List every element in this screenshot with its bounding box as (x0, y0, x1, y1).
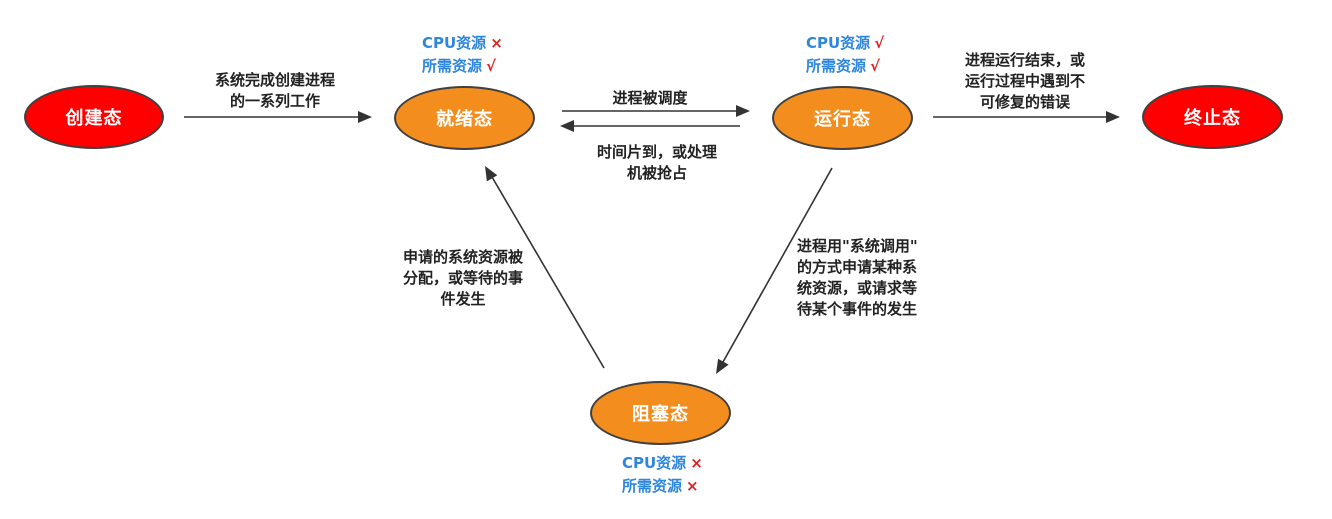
resource-mark: × (490, 34, 503, 52)
resource-mark: × (686, 477, 699, 495)
label-line: 进程被调度 (612, 89, 688, 107)
resource-mark: × (690, 454, 703, 472)
resource-mark: √ (874, 34, 885, 52)
arrowhead-running-to-blocked (716, 358, 729, 374)
resource-name: CPU资源 (806, 34, 871, 52)
blocked-resources: CPU资源× 所需资源× (622, 452, 703, 498)
label-line: 机被抢占 (626, 164, 687, 182)
resource-name: CPU资源 (622, 454, 687, 472)
label-blocked-to-ready: 申请的系统资源被 分配，或等待的事 件发生 (383, 247, 543, 310)
arrow-running-to-blocked (722, 167, 833, 363)
label-line: 进程运行结束，或 (964, 51, 1085, 69)
resource-row: 所需资源√ (422, 55, 503, 78)
state-running-label: 运行态 (814, 109, 871, 130)
state-terminated-label: 终止态 (1184, 108, 1241, 129)
state-create-label: 创建态 (65, 108, 123, 129)
resource-name: CPU资源 (422, 34, 487, 52)
state-running: 运行态 (772, 86, 913, 150)
label-line: 运行过程中遇到不 (964, 72, 1085, 90)
ready-resources: CPU资源× 所需资源√ (422, 32, 503, 78)
label-line: 的方式申请某种系 (797, 258, 918, 276)
label-line: 时间片到，或处理 (596, 143, 717, 161)
arrowhead-create-to-ready (358, 111, 372, 123)
label-line: 件发生 (440, 290, 486, 308)
label-create-to-ready: 系统完成创建进程 的一系列工作 (190, 70, 360, 112)
resource-row: 所需资源× (622, 475, 703, 498)
label-line: 系统完成创建进程 (214, 71, 335, 89)
state-ready: 就绪态 (394, 86, 535, 150)
state-blocked-label: 阻塞态 (632, 404, 689, 425)
label-line: 申请的系统资源被 (402, 248, 523, 266)
state-blocked: 阻塞态 (590, 381, 731, 445)
resource-mark: √ (486, 57, 497, 75)
label-line: 的一系列工作 (229, 92, 320, 110)
label-line: 分配，或等待的事 (402, 269, 523, 287)
resource-name: 所需资源 (422, 57, 483, 75)
label-line: 进程用"系统调用" (797, 237, 918, 255)
resource-row: CPU资源√ (806, 32, 884, 55)
label-line: 可修复的错误 (979, 93, 1070, 111)
arrowhead-running-to-terminated (1106, 111, 1120, 123)
label-running-to-terminated: 进程运行结束，或 运行过程中遇到不 可修复的错误 (940, 50, 1110, 113)
resource-row: CPU资源× (622, 452, 703, 475)
resource-name: 所需资源 (806, 57, 867, 75)
resource-row: CPU资源× (422, 32, 503, 55)
arrow-blocked-to-ready (491, 176, 605, 369)
resource-mark: √ (870, 57, 881, 75)
label-ready-to-running: 进程被调度 (575, 88, 725, 109)
state-terminated: 终止态 (1142, 85, 1283, 149)
arrowhead-blocked-to-ready (485, 166, 498, 182)
arrowhead-ready-to-running (736, 105, 750, 117)
label-line: 统资源，或请求等 (797, 279, 918, 297)
running-resources: CPU资源√ 所需资源√ (806, 32, 884, 78)
resource-row: 所需资源√ (806, 55, 884, 78)
resource-name: 所需资源 (622, 477, 683, 495)
label-line: 待某个事件的发生 (797, 300, 918, 318)
arrowhead-running-to-ready (560, 120, 574, 132)
state-ready-label: 就绪态 (436, 109, 493, 130)
state-create: 创建态 (24, 85, 164, 149)
label-running-to-blocked: 进程用"系统调用" 的方式申请某种系 统资源，或请求等 待某个事件的发生 (797, 236, 957, 320)
label-running-to-ready: 时间片到，或处理 机被抢占 (572, 142, 742, 184)
